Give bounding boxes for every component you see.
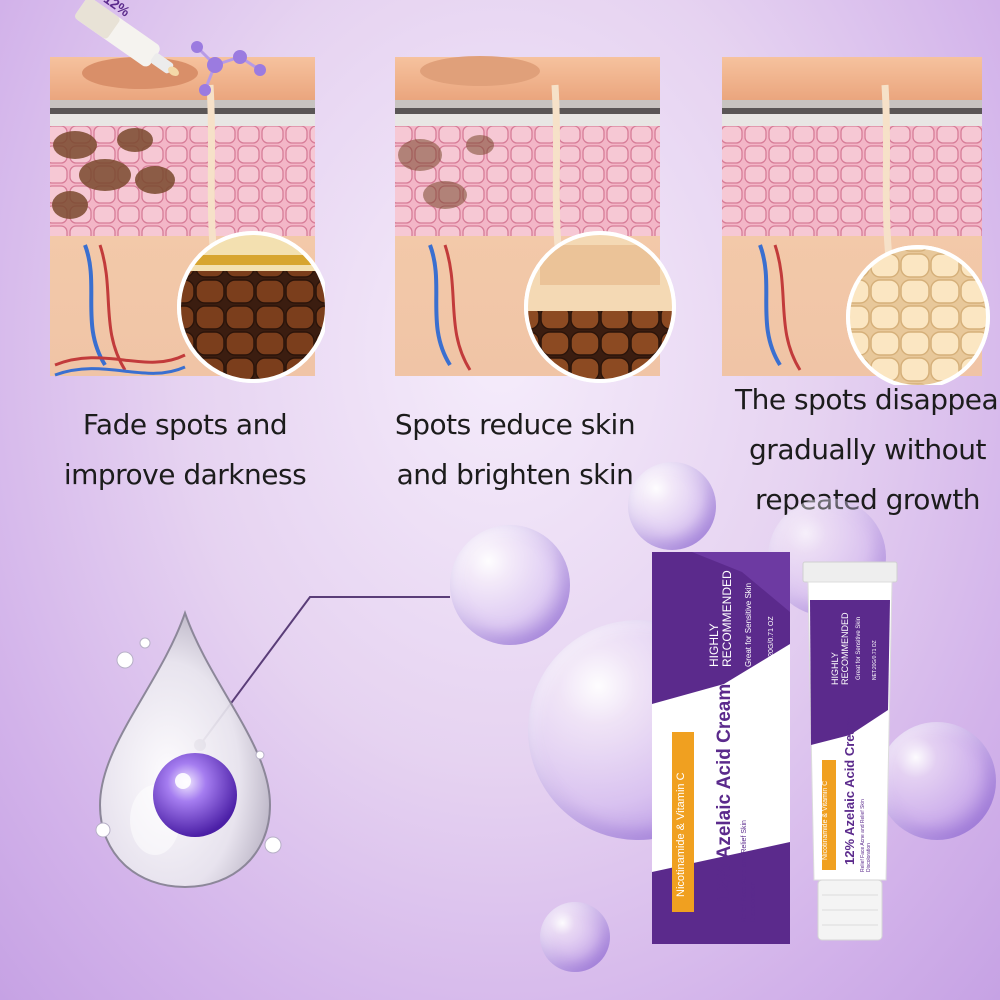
product-tube-graphic bbox=[802, 561, 898, 941]
tube-product-name: 12% Azelaic Acid Cream bbox=[842, 715, 857, 865]
droplet-icon bbox=[95, 609, 282, 889]
skin-panel-3 bbox=[720, 45, 1000, 389]
box-net-weight: NET:20G/0.71 OZ bbox=[768, 616, 775, 672]
skin-cross-section-3 bbox=[722, 57, 990, 389]
bubble-icon bbox=[878, 722, 996, 840]
box-badge: HIGHLY RECOMMENDED bbox=[707, 570, 734, 667]
tube-ingredients: Nicotinamide & Vitamin C bbox=[822, 780, 829, 860]
caption-line: Fade spots and bbox=[82, 408, 288, 441]
skin-cross-section-1 bbox=[50, 57, 329, 383]
bubble-icon bbox=[450, 525, 570, 645]
product-tube: HIGHLY RECOMMENDED Great for Sensitive S… bbox=[800, 560, 900, 945]
bubble-icon bbox=[628, 462, 716, 550]
skin-panel-1: 12% bbox=[45, 0, 329, 385]
caption-line: The spots disappear bbox=[735, 383, 1000, 416]
box-claim: Relief Face Acne and Relief Skin Discolo… bbox=[741, 820, 757, 922]
caption-panel-2: Spots reduce skin and brighten skin bbox=[385, 400, 645, 500]
applicator-tube bbox=[75, 0, 179, 77]
product-box-graphic bbox=[652, 552, 790, 944]
molecule-icon bbox=[191, 41, 266, 96]
caption-panel-3: The spots disappear gradually without re… bbox=[735, 375, 1000, 525]
box-ingredients: Nicotinamide & Vitamin C bbox=[675, 772, 687, 897]
caption-line: and brighten skin bbox=[396, 458, 634, 491]
tube-net-weight: NET:20G/0.71 OZ bbox=[872, 640, 878, 680]
caption-panel-1: Fade spots and improve darkness bbox=[35, 400, 335, 500]
product-box: HIGHLY RECOMMENDED Great for Sensitive S… bbox=[652, 552, 790, 944]
box-product-name: 12% Azelaic Acid Cream bbox=[714, 683, 735, 902]
skin-cross-section-2 bbox=[395, 56, 676, 383]
box-badge-sub: Great for Sensitive Skin bbox=[744, 582, 753, 667]
tube-badge-sub: Great for Sensitive Skin bbox=[856, 616, 862, 680]
tube-claim: Relief Face Acne and Relief Skin Discolo… bbox=[860, 799, 872, 872]
caption-line: Spots reduce skin bbox=[394, 408, 636, 441]
tube-badge: HIGHLY RECOMMENDED bbox=[830, 612, 850, 685]
caption-line: gradually without bbox=[749, 433, 986, 466]
bubble-icon bbox=[540, 902, 610, 972]
caption-line: improve darkness bbox=[63, 458, 307, 491]
skin-panel-2 bbox=[390, 45, 676, 385]
